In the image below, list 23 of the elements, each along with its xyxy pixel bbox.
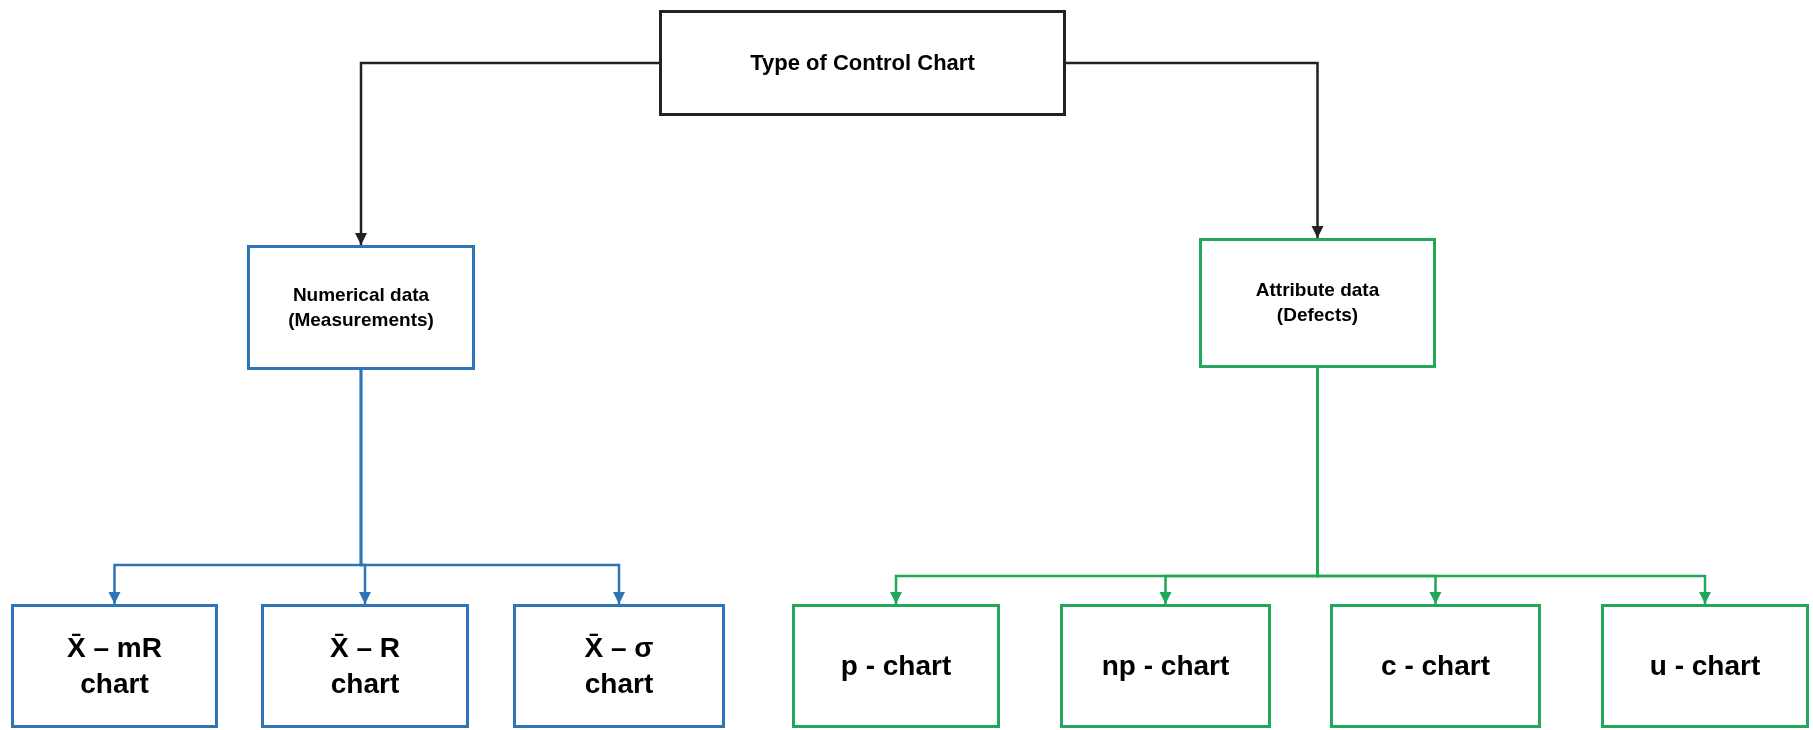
arrow xyxy=(1066,61,1324,238)
chart-type-box xyxy=(261,604,469,728)
box-label: u - chart xyxy=(1649,648,1761,683)
box-label: p - chart xyxy=(840,648,952,683)
box-label: Numerical data (Measurements) xyxy=(287,282,435,332)
chart-type-box xyxy=(659,10,1066,116)
box-label: X̄ – R chart xyxy=(329,630,401,701)
arrow xyxy=(354,61,659,245)
chart-type-box xyxy=(1601,604,1809,728)
arrow xyxy=(359,370,626,604)
box-label: X̄ – mR chart xyxy=(66,630,163,701)
chart-type-box xyxy=(513,604,725,728)
box-label: np - chart xyxy=(1101,648,1230,683)
box-label: Attribute data (Defects) xyxy=(1254,278,1381,327)
chart-type-box xyxy=(1199,238,1436,368)
chart-type-box xyxy=(1060,604,1271,728)
box-label: X̄ – σ chart xyxy=(583,630,655,701)
chart-type-box xyxy=(792,604,1000,728)
chart-type-box xyxy=(247,245,475,370)
box-label: Type of Control Chart xyxy=(750,48,975,77)
chart-type-box xyxy=(1330,604,1541,728)
box-label: c - chart xyxy=(1381,648,1490,683)
chart-type-box xyxy=(11,604,218,728)
